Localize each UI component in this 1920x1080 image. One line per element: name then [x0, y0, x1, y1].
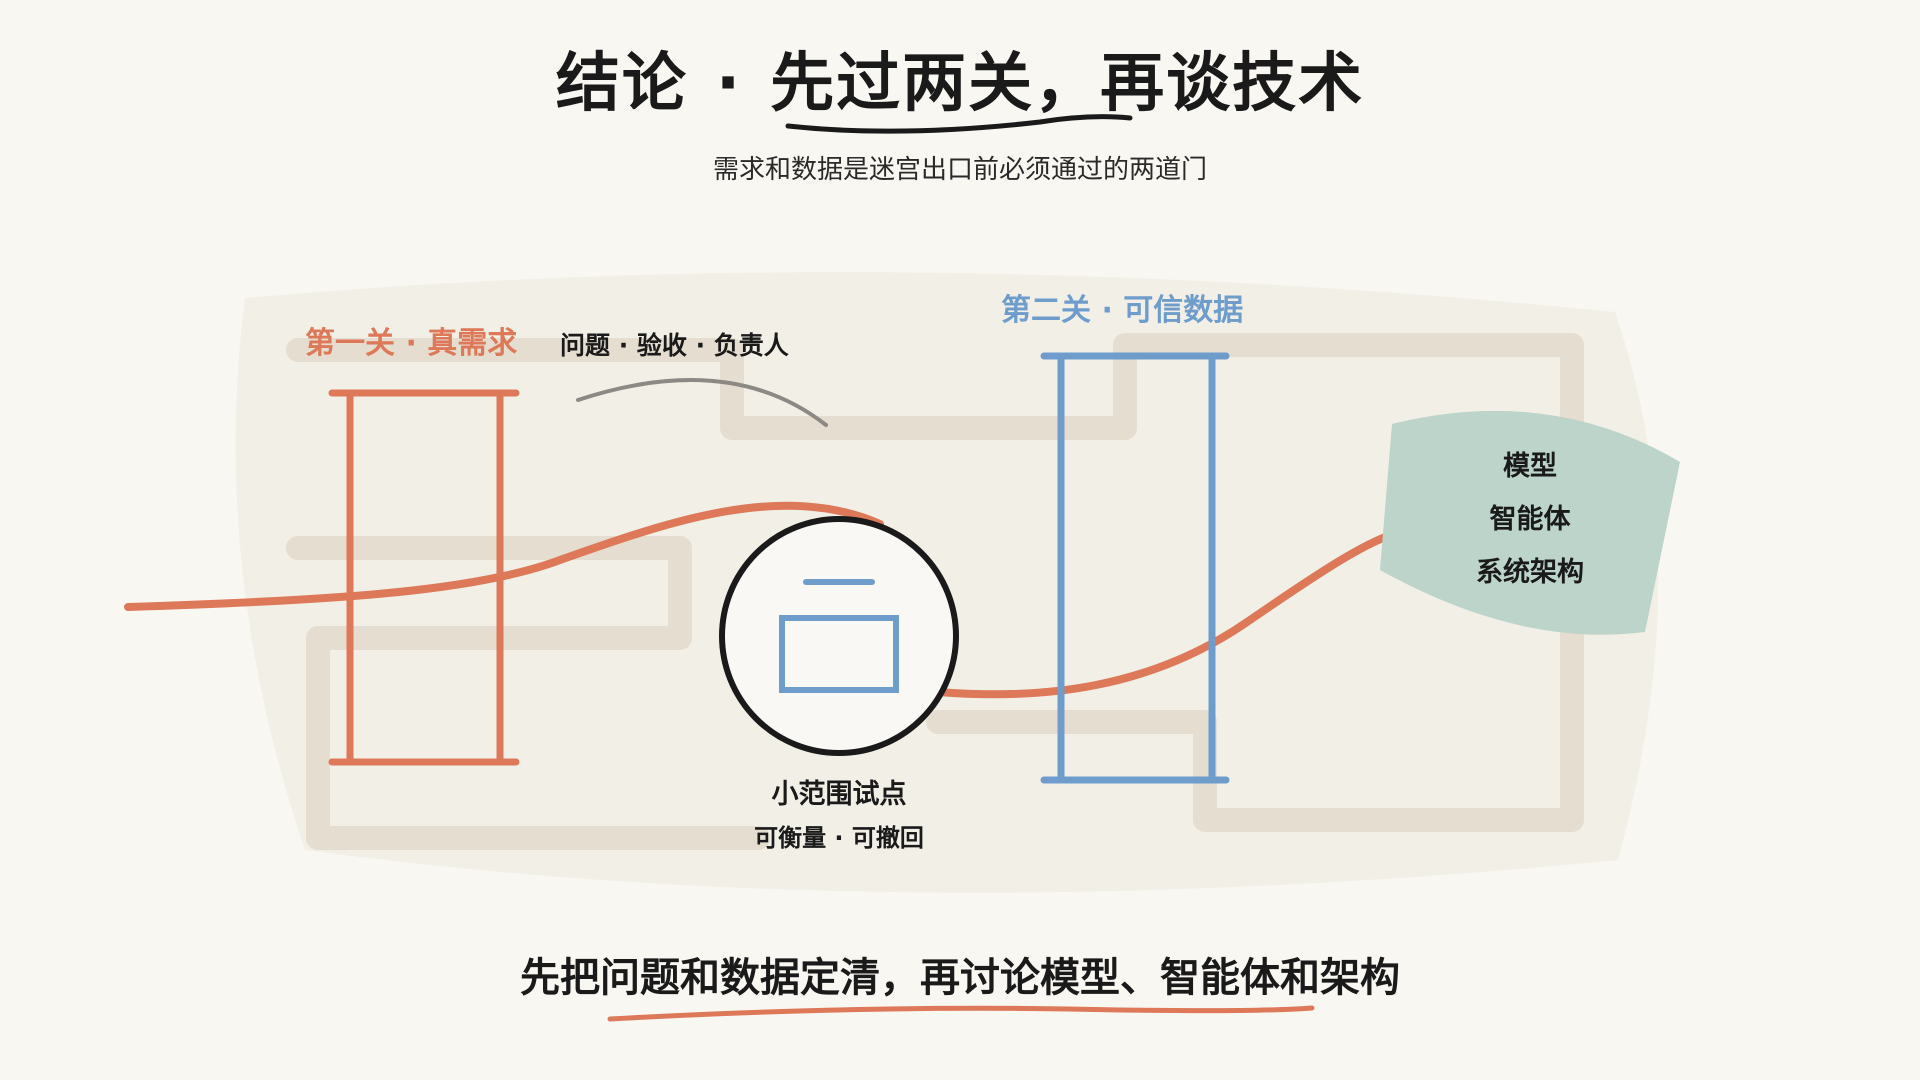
maze-wall-top	[286, 333, 1584, 832]
conclusion-text: 先把问题和数据定清，再讨论模型、智能体和架构	[520, 955, 1400, 1001]
pilot-sublabel: 可衡量 · 可撤回	[754, 824, 924, 852]
solution-route	[124, 501, 1404, 699]
exit-line-agent: 智能体	[1489, 504, 1571, 535]
pilot-circle	[719, 516, 959, 756]
gate-2-label: 第二关 · 可信数据	[1001, 293, 1244, 328]
exit-line-architecture: 系统架构	[1476, 557, 1584, 588]
gate-1	[328, 389, 520, 766]
title-prefix: 结论	[555, 47, 688, 121]
gate-2	[1040, 352, 1230, 784]
exit-label: 模型 智能体 系统架构	[1420, 440, 1640, 599]
title-separator: ·	[715, 47, 743, 121]
page-title: 结论 · 先过两关，再谈技术	[0, 42, 1920, 126]
pilot-label: 小范围试点	[771, 779, 907, 810]
exit-blob	[1380, 410, 1680, 635]
gate-1-label: 第一关 · 真需求	[305, 326, 518, 361]
pilot-icon	[779, 579, 899, 693]
maze-arc	[576, 378, 828, 427]
title-main: 先过两关，再谈技术	[770, 47, 1365, 121]
exit-line-model: 模型	[1503, 451, 1557, 482]
gate-1-criteria: 问题 · 验收 · 负责人	[560, 331, 789, 360]
maze-ground	[235, 272, 1659, 893]
title-underline	[785, 114, 1133, 134]
conclusion-underline	[607, 1005, 1315, 1022]
page-subtitle: 需求和数据是迷宫出口前必须通过的两道门	[712, 155, 1207, 185]
